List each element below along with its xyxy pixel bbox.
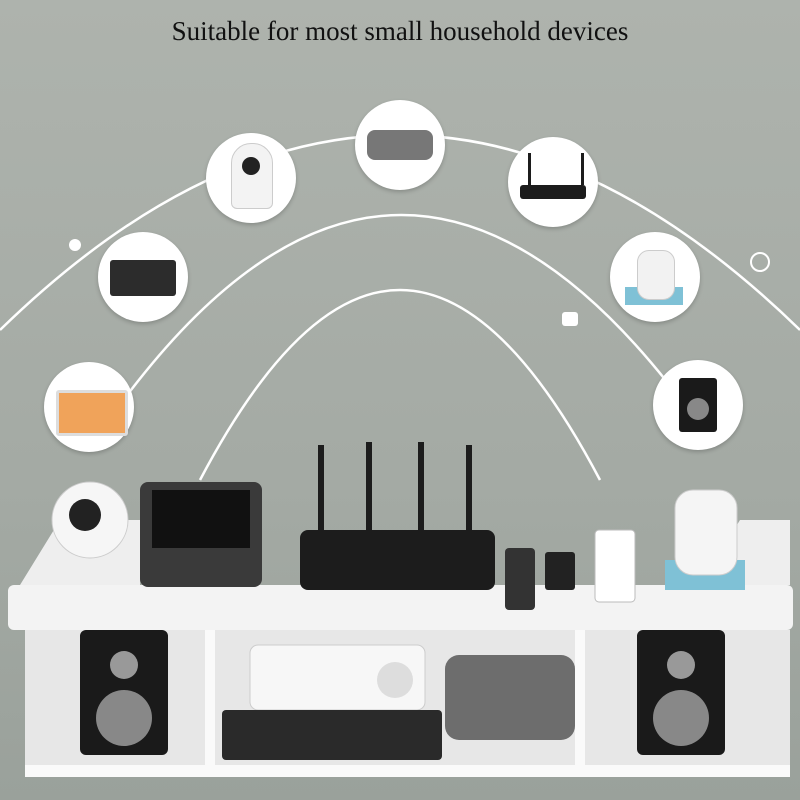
play-icon: [750, 252, 770, 272]
shelf-top: [8, 585, 793, 630]
bluetooth-speaker-bubble: [653, 360, 743, 450]
blu-ray-player: [222, 710, 442, 760]
dot-icon: [69, 239, 81, 251]
headline: Suitable for most small household device…: [171, 16, 629, 46]
router: [300, 530, 495, 590]
mini-pc: [445, 655, 575, 740]
camera-bubble: [206, 133, 296, 223]
router-bubble: [508, 137, 598, 227]
middle-arc: [93, 213, 712, 441]
phone-icon: [562, 312, 578, 326]
power-strip: [594, 529, 636, 603]
phone: [545, 552, 575, 590]
inner-arc: [198, 289, 602, 481]
tablet-bubble: [44, 362, 134, 452]
smart-speaker-bubble: [610, 232, 700, 322]
smart-speaker: [674, 489, 738, 576]
remote: [505, 548, 535, 610]
dock-bubble: [98, 232, 188, 322]
mini-pc-bubble: [355, 100, 445, 190]
